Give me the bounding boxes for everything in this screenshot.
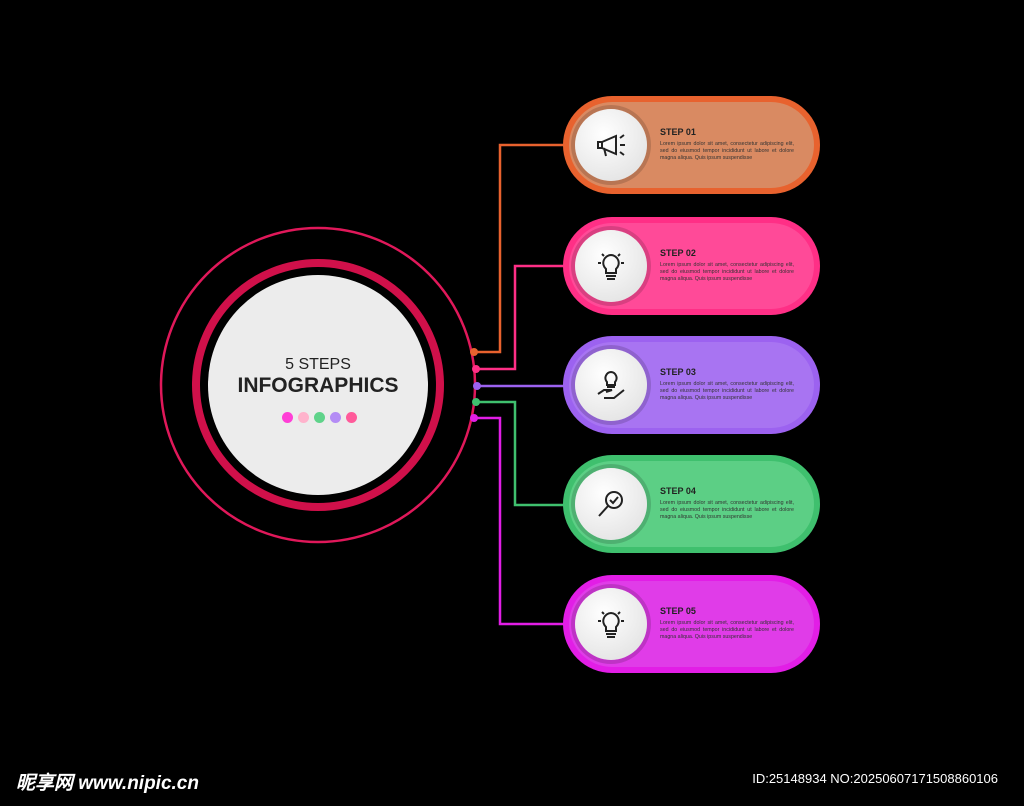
step-card-1: STEP 01 Lorem ipsum dolor sit amet, cons… [563, 96, 820, 194]
step-card-2: STEP 02 Lorem ipsum dolor sit amet, cons… [563, 217, 820, 315]
connector-dot [470, 348, 478, 356]
idea-hand-icon [597, 370, 625, 399]
connector-4 [476, 400, 565, 507]
center-disc [208, 275, 428, 495]
step-card-4: STEP 04 Lorem ipsum dolor sit amet, cons… [563, 455, 820, 553]
step-description: Lorem ipsum dolor sit amet, consectetur … [660, 381, 794, 401]
icon-disc [575, 349, 647, 421]
step-card-3: STEP 03 Lorem ipsum dolor sit amet, cons… [563, 336, 820, 434]
connector-dot [470, 414, 478, 422]
megaphone-icon [597, 134, 625, 157]
step-title: STEP 01 [660, 127, 696, 137]
connector-dot [473, 382, 481, 390]
site-logo: 昵享网 www.nipic.cn [16, 773, 199, 794]
connector-5 [474, 416, 565, 626]
connector-dot [472, 398, 480, 406]
color-dot [330, 412, 341, 423]
connector-2 [474, 264, 565, 371]
color-dot [314, 412, 325, 423]
step-description: Lorem ipsum dolor sit amet, consectetur … [660, 262, 794, 282]
center-title: INFOGRAPHICS [237, 374, 399, 397]
step-title: STEP 02 [660, 248, 696, 258]
icon-disc [575, 230, 647, 302]
color-dot [346, 412, 357, 423]
color-dot [282, 412, 293, 423]
center-subtitle: 5 STEPS [285, 356, 351, 373]
icon-disc [575, 588, 647, 660]
lightbulb-icon [598, 253, 624, 280]
image-id: ID:25148934 NO:20250607171508860106 [752, 771, 998, 786]
icon-disc [575, 468, 647, 540]
color-dot [298, 412, 309, 423]
step-title: STEP 05 [660, 606, 696, 616]
connector-1 [474, 143, 565, 354]
step-description: Lorem ipsum dolor sit amet, consectetur … [660, 620, 794, 640]
step-description: Lorem ipsum dolor sit amet, consectetur … [660, 500, 794, 520]
step-title: STEP 04 [660, 486, 696, 496]
lightbulb-icon [598, 611, 624, 638]
step-description: Lorem ipsum dolor sit amet, consectetur … [660, 141, 794, 161]
search-check-icon [598, 491, 623, 517]
step-card-5: STEP 05 Lorem ipsum dolor sit amet, cons… [563, 575, 820, 673]
step-title: STEP 03 [660, 367, 696, 377]
icon-disc [575, 109, 647, 181]
connector-dot [472, 365, 480, 373]
color-dots [282, 412, 357, 423]
inner-ring [192, 259, 444, 511]
